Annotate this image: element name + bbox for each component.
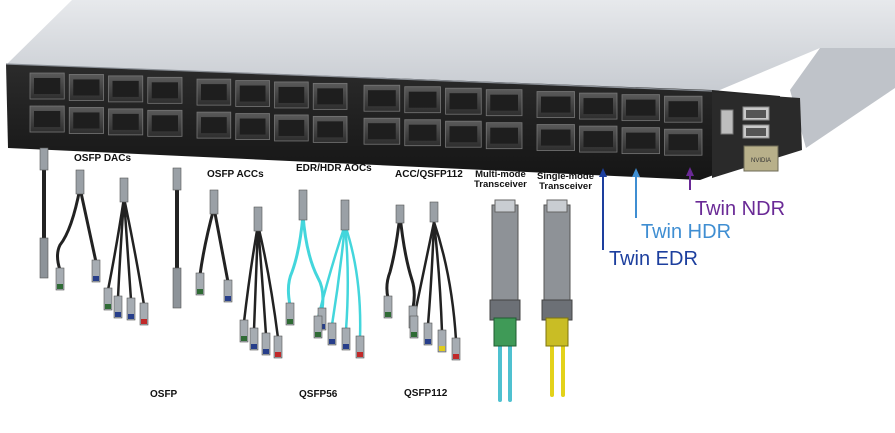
qsfp112-label: QSFP112 xyxy=(404,388,448,399)
multimode-line2: Transceiver xyxy=(474,179,527,190)
singlemode-line1: Single-mode xyxy=(537,171,595,182)
multimode-line1: Multi-mode xyxy=(475,169,526,180)
svg-text:NVIDIA: NVIDIA xyxy=(751,158,771,164)
osfp-label: OSFP xyxy=(150,389,178,400)
acc-qsfp112-label: ACC/QSFP112 xyxy=(395,169,463,180)
twin-hdr-label: Twin HDR xyxy=(641,221,732,243)
singlemode-line2: Transceiver xyxy=(539,181,592,192)
osfp-dacs-label: OSFP DACs xyxy=(74,153,132,164)
edr-hdr-aocs-label: EDR/HDR AOCs xyxy=(296,163,372,174)
osfp-accs-label: OSFP ACCs xyxy=(207,169,264,180)
qsfp56-label: QSFP56 xyxy=(299,389,338,400)
twin-ndr-label: Twin NDR xyxy=(695,198,786,220)
singlemode-transceiver-label: Single-mode Transceiver xyxy=(537,172,594,192)
multimode-transceiver-label: Multi-mode Transceiver xyxy=(474,170,527,190)
twin-edr-label: Twin EDR xyxy=(609,248,698,270)
